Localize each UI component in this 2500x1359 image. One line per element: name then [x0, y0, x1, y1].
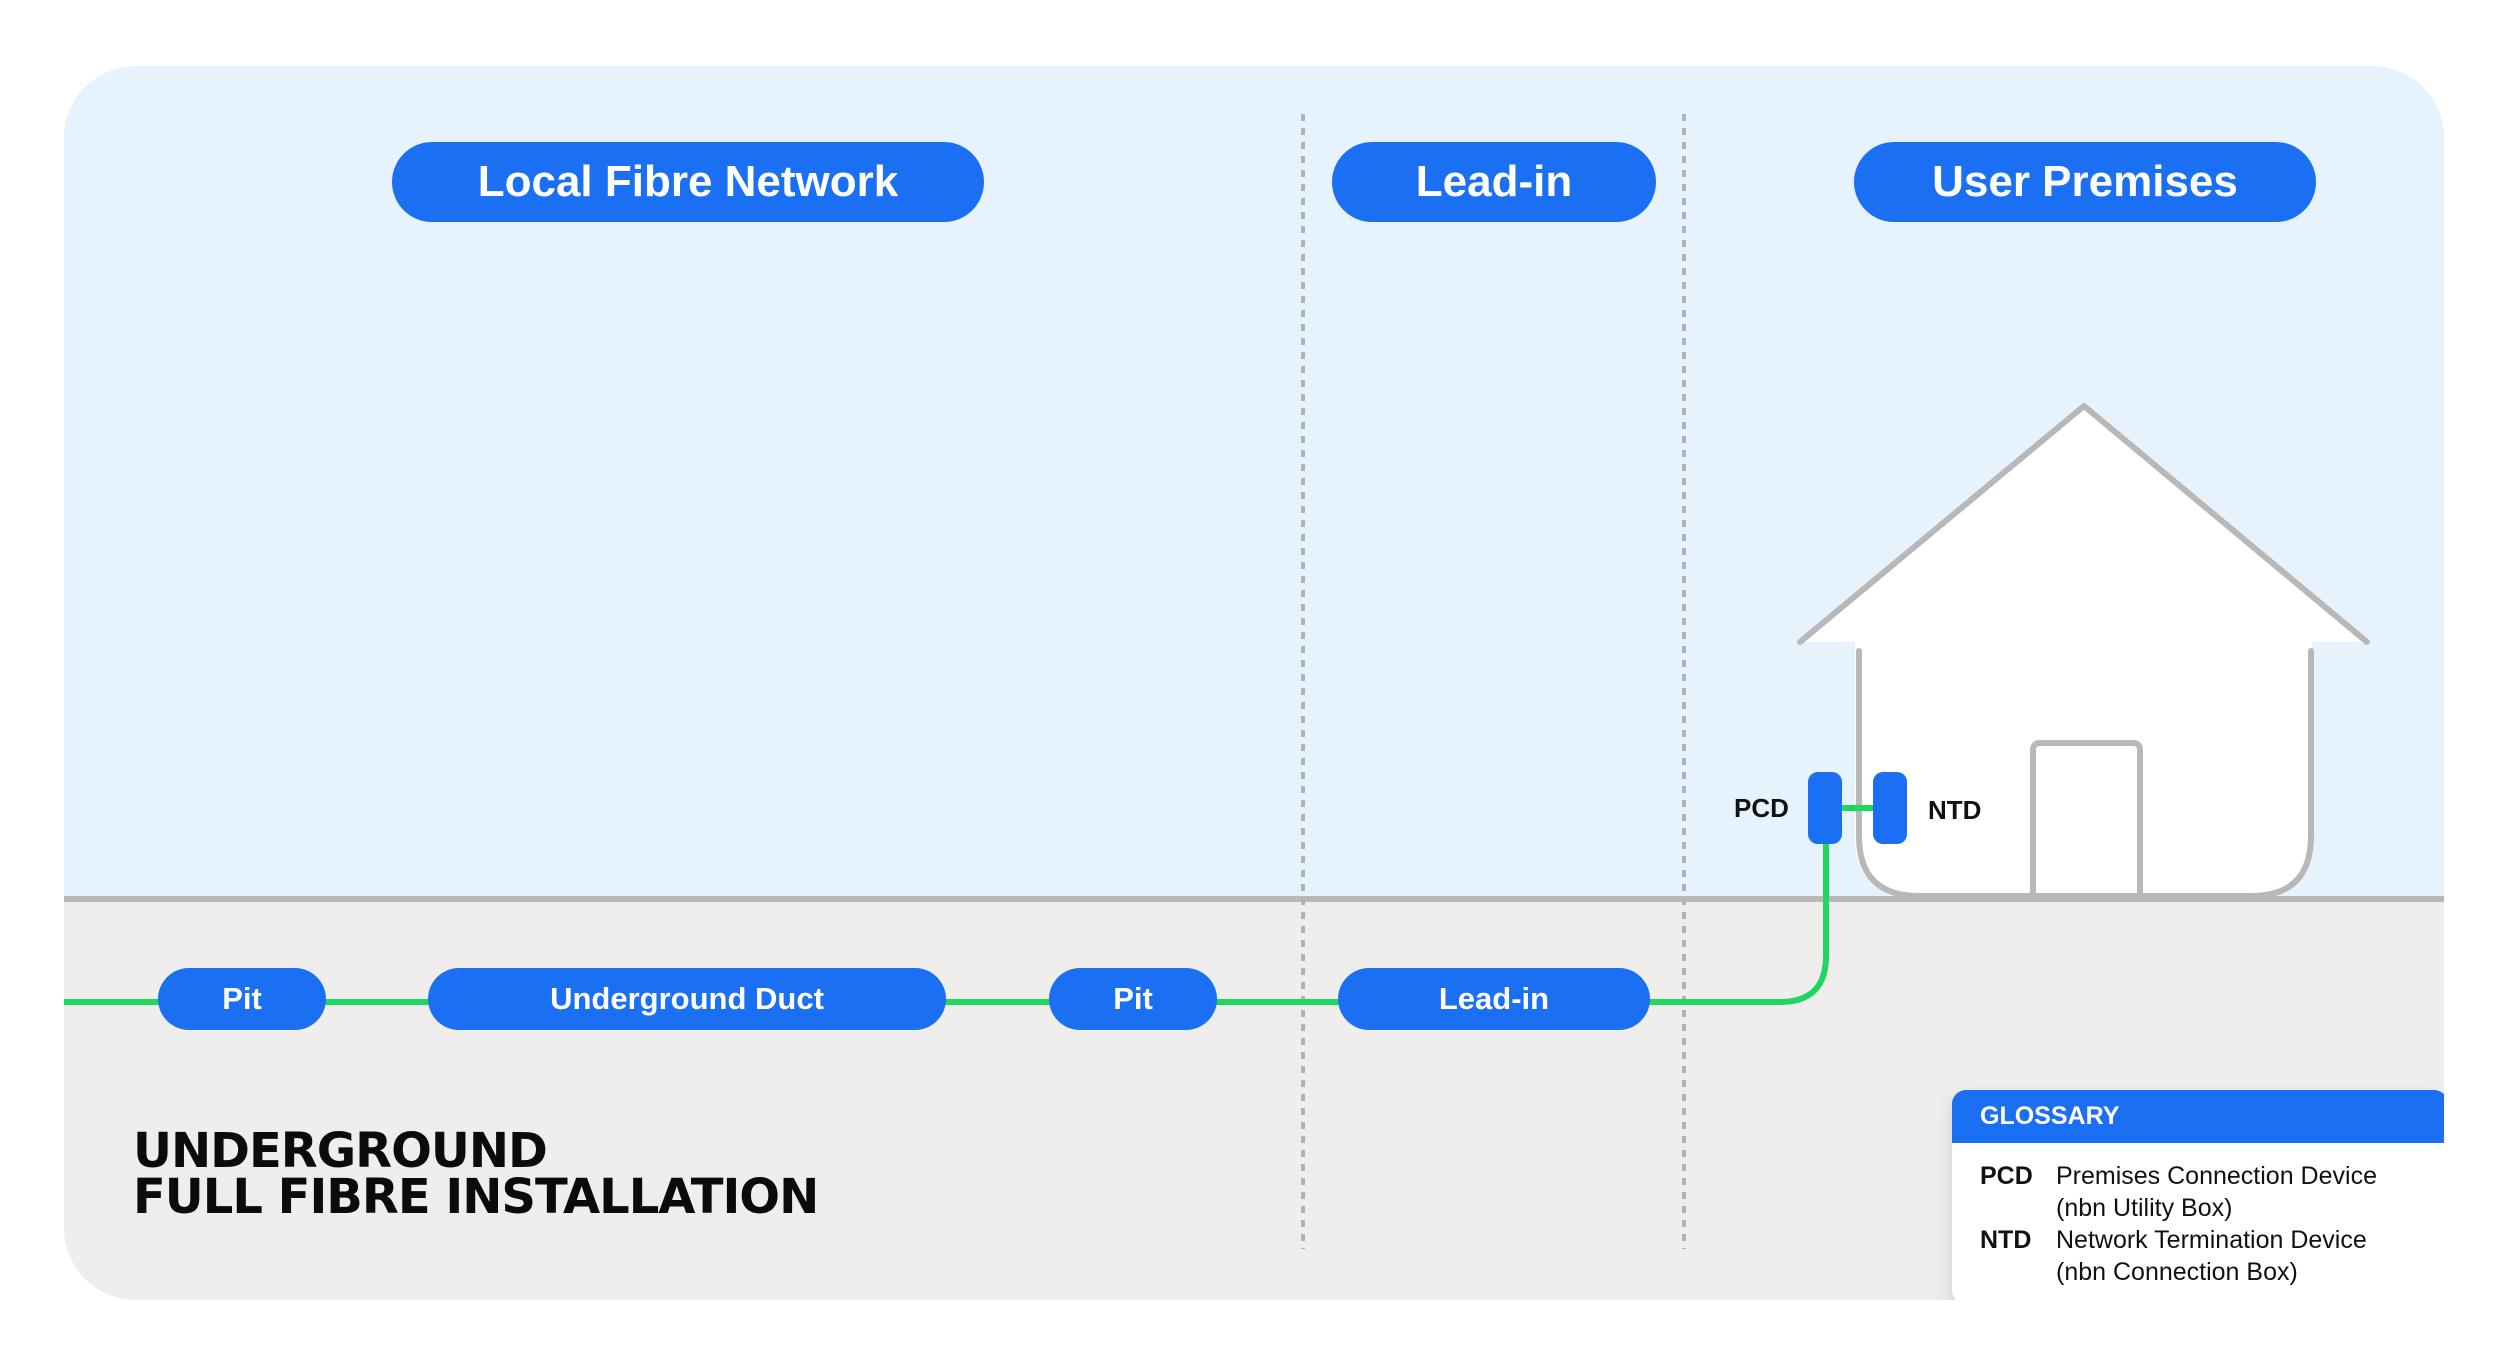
house-roof: [1800, 406, 2367, 896]
glossary-definition: Premises Connection Device: [2056, 1162, 2377, 1190]
ntd-label: NTD: [1928, 795, 1982, 825]
pcd-label: PCD: [1734, 793, 1789, 823]
section-user-premises: User Premises: [1854, 142, 2316, 222]
house-door: [2030, 740, 2143, 899]
lead-in-underground-label: Lead-in: [1338, 968, 1650, 1030]
glossary-definition: Network Termination Device: [2056, 1226, 2367, 1254]
glossary-box: GLOSSARY PCD Premises Connection Device …: [1952, 1090, 2444, 1300]
diagram-title: UNDERGROUND FULL FIBRE INSTALLATION: [133, 1123, 819, 1225]
title-line-2: FULL FIBRE INSTALLATION: [133, 1169, 819, 1225]
section-local-fibre-network: Local Fibre Network: [392, 142, 984, 222]
ground-line: [64, 896, 2444, 902]
pit-1-label: Pit: [158, 968, 326, 1030]
pit-2-label: Pit: [1049, 968, 1217, 1030]
glossary-heading: GLOSSARY: [1952, 1090, 2444, 1143]
house: [1797, 403, 2370, 899]
title-line-1: UNDERGROUND: [133, 1123, 548, 1179]
glossary-abbr: PCD: [1980, 1162, 2033, 1190]
glossary-abbr: NTD: [1980, 1226, 2032, 1254]
house-walls: [1856, 648, 2314, 899]
underground-duct-label: Underground Duct: [428, 968, 946, 1030]
house-roof-outline: [1797, 403, 2370, 645]
section-lead-in: Lead-in: [1332, 142, 1656, 222]
glossary-definition-note: (nbn Connection Box): [2056, 1258, 2298, 1286]
pcd-device: [1808, 772, 1842, 844]
glossary-definition-note: (nbn Utility Box): [2056, 1194, 2233, 1222]
ntd-device: [1873, 772, 1907, 844]
diagram-panel: Local Fibre Network Lead-in User Premise…: [64, 66, 2444, 1300]
